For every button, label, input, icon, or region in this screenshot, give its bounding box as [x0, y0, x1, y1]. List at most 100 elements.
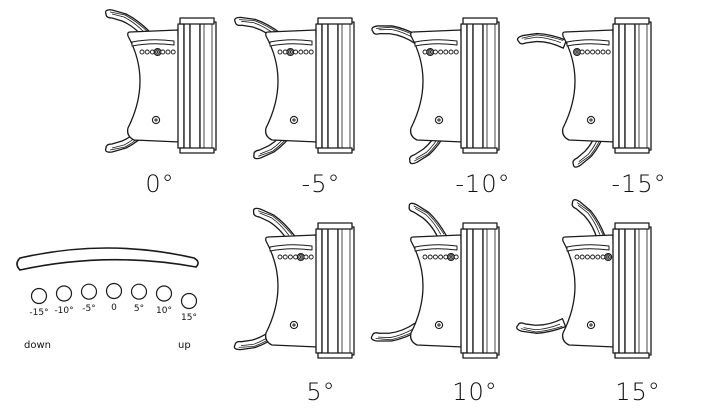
angle-slot: [269, 244, 313, 252]
cabinet-rail: [177, 23, 185, 149]
angle-label-15: 15°: [615, 378, 661, 406]
angle-hole: [298, 49, 304, 55]
top-cap: [317, 222, 353, 230]
bracket-plate: [409, 234, 464, 348]
angle-hole: [595, 49, 601, 55]
legend-tick-label: -10°: [54, 305, 74, 316]
legend-graphic: [16, 247, 199, 310]
cabinet-body: [327, 224, 339, 358]
cabinet-rail: [612, 228, 620, 354]
cabinet-face: [634, 21, 652, 151]
bottom-cap: [179, 147, 215, 154]
cabinet-rail-front: [466, 21, 474, 151]
angle-hole: [584, 254, 590, 260]
angle-slot: [566, 39, 610, 47]
angle-hole: [308, 254, 314, 260]
cabinet-rail-front: [466, 226, 474, 356]
bracket-drawing: [516, 17, 652, 168]
angle-hole: [277, 254, 283, 260]
legend-tick-label: 15°: [181, 313, 197, 323]
bottom-cap: [317, 147, 353, 154]
bracket-plate: [409, 29, 464, 143]
bracket-drawing: [234, 16, 355, 160]
legend-hole: [130, 283, 148, 300]
cabinet-body: [472, 224, 484, 358]
cabinet-body: [472, 19, 484, 153]
top-cap: [317, 17, 353, 25]
legend-down-label: down: [24, 340, 51, 351]
bracket-plate: [264, 29, 319, 143]
angle-hole: [432, 254, 438, 260]
cabinet-face: [199, 21, 217, 151]
legend-hole: [105, 282, 123, 300]
legend-hole: [30, 287, 48, 305]
cabinet-face: [482, 21, 500, 151]
legend-tick-label: 5°: [133, 303, 145, 314]
top-cap: [614, 222, 650, 230]
angle-label-10: 10°: [452, 378, 498, 406]
bracket-plate: [561, 234, 616, 348]
legend-tick-label: 10°: [156, 305, 172, 316]
angle-label-0: 0°: [145, 170, 175, 198]
cabinet-face: [482, 226, 500, 356]
cabinet-rail-front: [618, 226, 626, 356]
angle-hole: [595, 254, 601, 260]
bracket-panel-minus10: [371, 8, 513, 165]
angle-label-minus15: -15°: [611, 170, 667, 198]
cabinet-body: [189, 19, 201, 153]
cabinet-body: [624, 19, 636, 153]
top-cap: [179, 17, 215, 25]
cabinet-face: [337, 21, 355, 151]
bracket-drawing: [104, 9, 217, 154]
legend-hole: [180, 292, 198, 310]
angle-hole: [453, 49, 459, 55]
angle-hole: [590, 49, 596, 55]
bottom-cap: [317, 352, 353, 359]
angle-hole: [579, 49, 585, 55]
angle-hole: [308, 49, 314, 55]
top-cap: [462, 222, 498, 230]
selected-pin: [604, 252, 613, 261]
angle-hole: [574, 254, 580, 260]
bracket-panel-minus5: [234, 8, 368, 160]
angle-hole: [438, 254, 444, 260]
angle-hole: [422, 254, 428, 260]
angle-hole: [448, 49, 454, 55]
angle-hole: [303, 254, 309, 260]
top-handle-arm: [516, 32, 567, 49]
cabinet-face: [337, 226, 355, 356]
angle-slot: [414, 244, 458, 252]
angle-hole: [427, 254, 433, 260]
angle-hole: [453, 254, 459, 260]
bottom-cap: [462, 147, 498, 154]
angle-hole: [282, 254, 288, 260]
angle-slot: [269, 39, 313, 47]
angle-slot: [414, 39, 458, 47]
legend-curved-slot: [16, 247, 199, 271]
angle-label-5: 5°: [306, 378, 336, 406]
angle-slot: [131, 39, 175, 47]
cabinet-rail-front: [618, 21, 626, 151]
cabinet-rail: [315, 228, 323, 354]
cabinet-rail: [460, 23, 468, 149]
cabinet-body: [624, 224, 636, 358]
bracket-drawing: [370, 202, 500, 359]
angle-hole: [600, 49, 606, 55]
bracket-panel-minus15: [516, 8, 665, 168]
angle-hole: [579, 254, 585, 260]
bottom-handle-arm: [516, 318, 567, 334]
angle-hole: [303, 49, 309, 55]
cabinet-rail-front: [321, 226, 329, 356]
angle-hole: [287, 254, 293, 260]
legend-tick-label: 0: [111, 303, 117, 313]
legend-hole: [55, 285, 73, 302]
angle-hole: [605, 49, 611, 55]
cabinet-rail-front: [321, 21, 329, 151]
angle-hole: [139, 49, 145, 55]
bracket-panel-10: [370, 202, 513, 359]
legend-hole: [80, 283, 98, 300]
bottom-cap: [614, 147, 650, 154]
bracket-plate: [561, 29, 616, 143]
